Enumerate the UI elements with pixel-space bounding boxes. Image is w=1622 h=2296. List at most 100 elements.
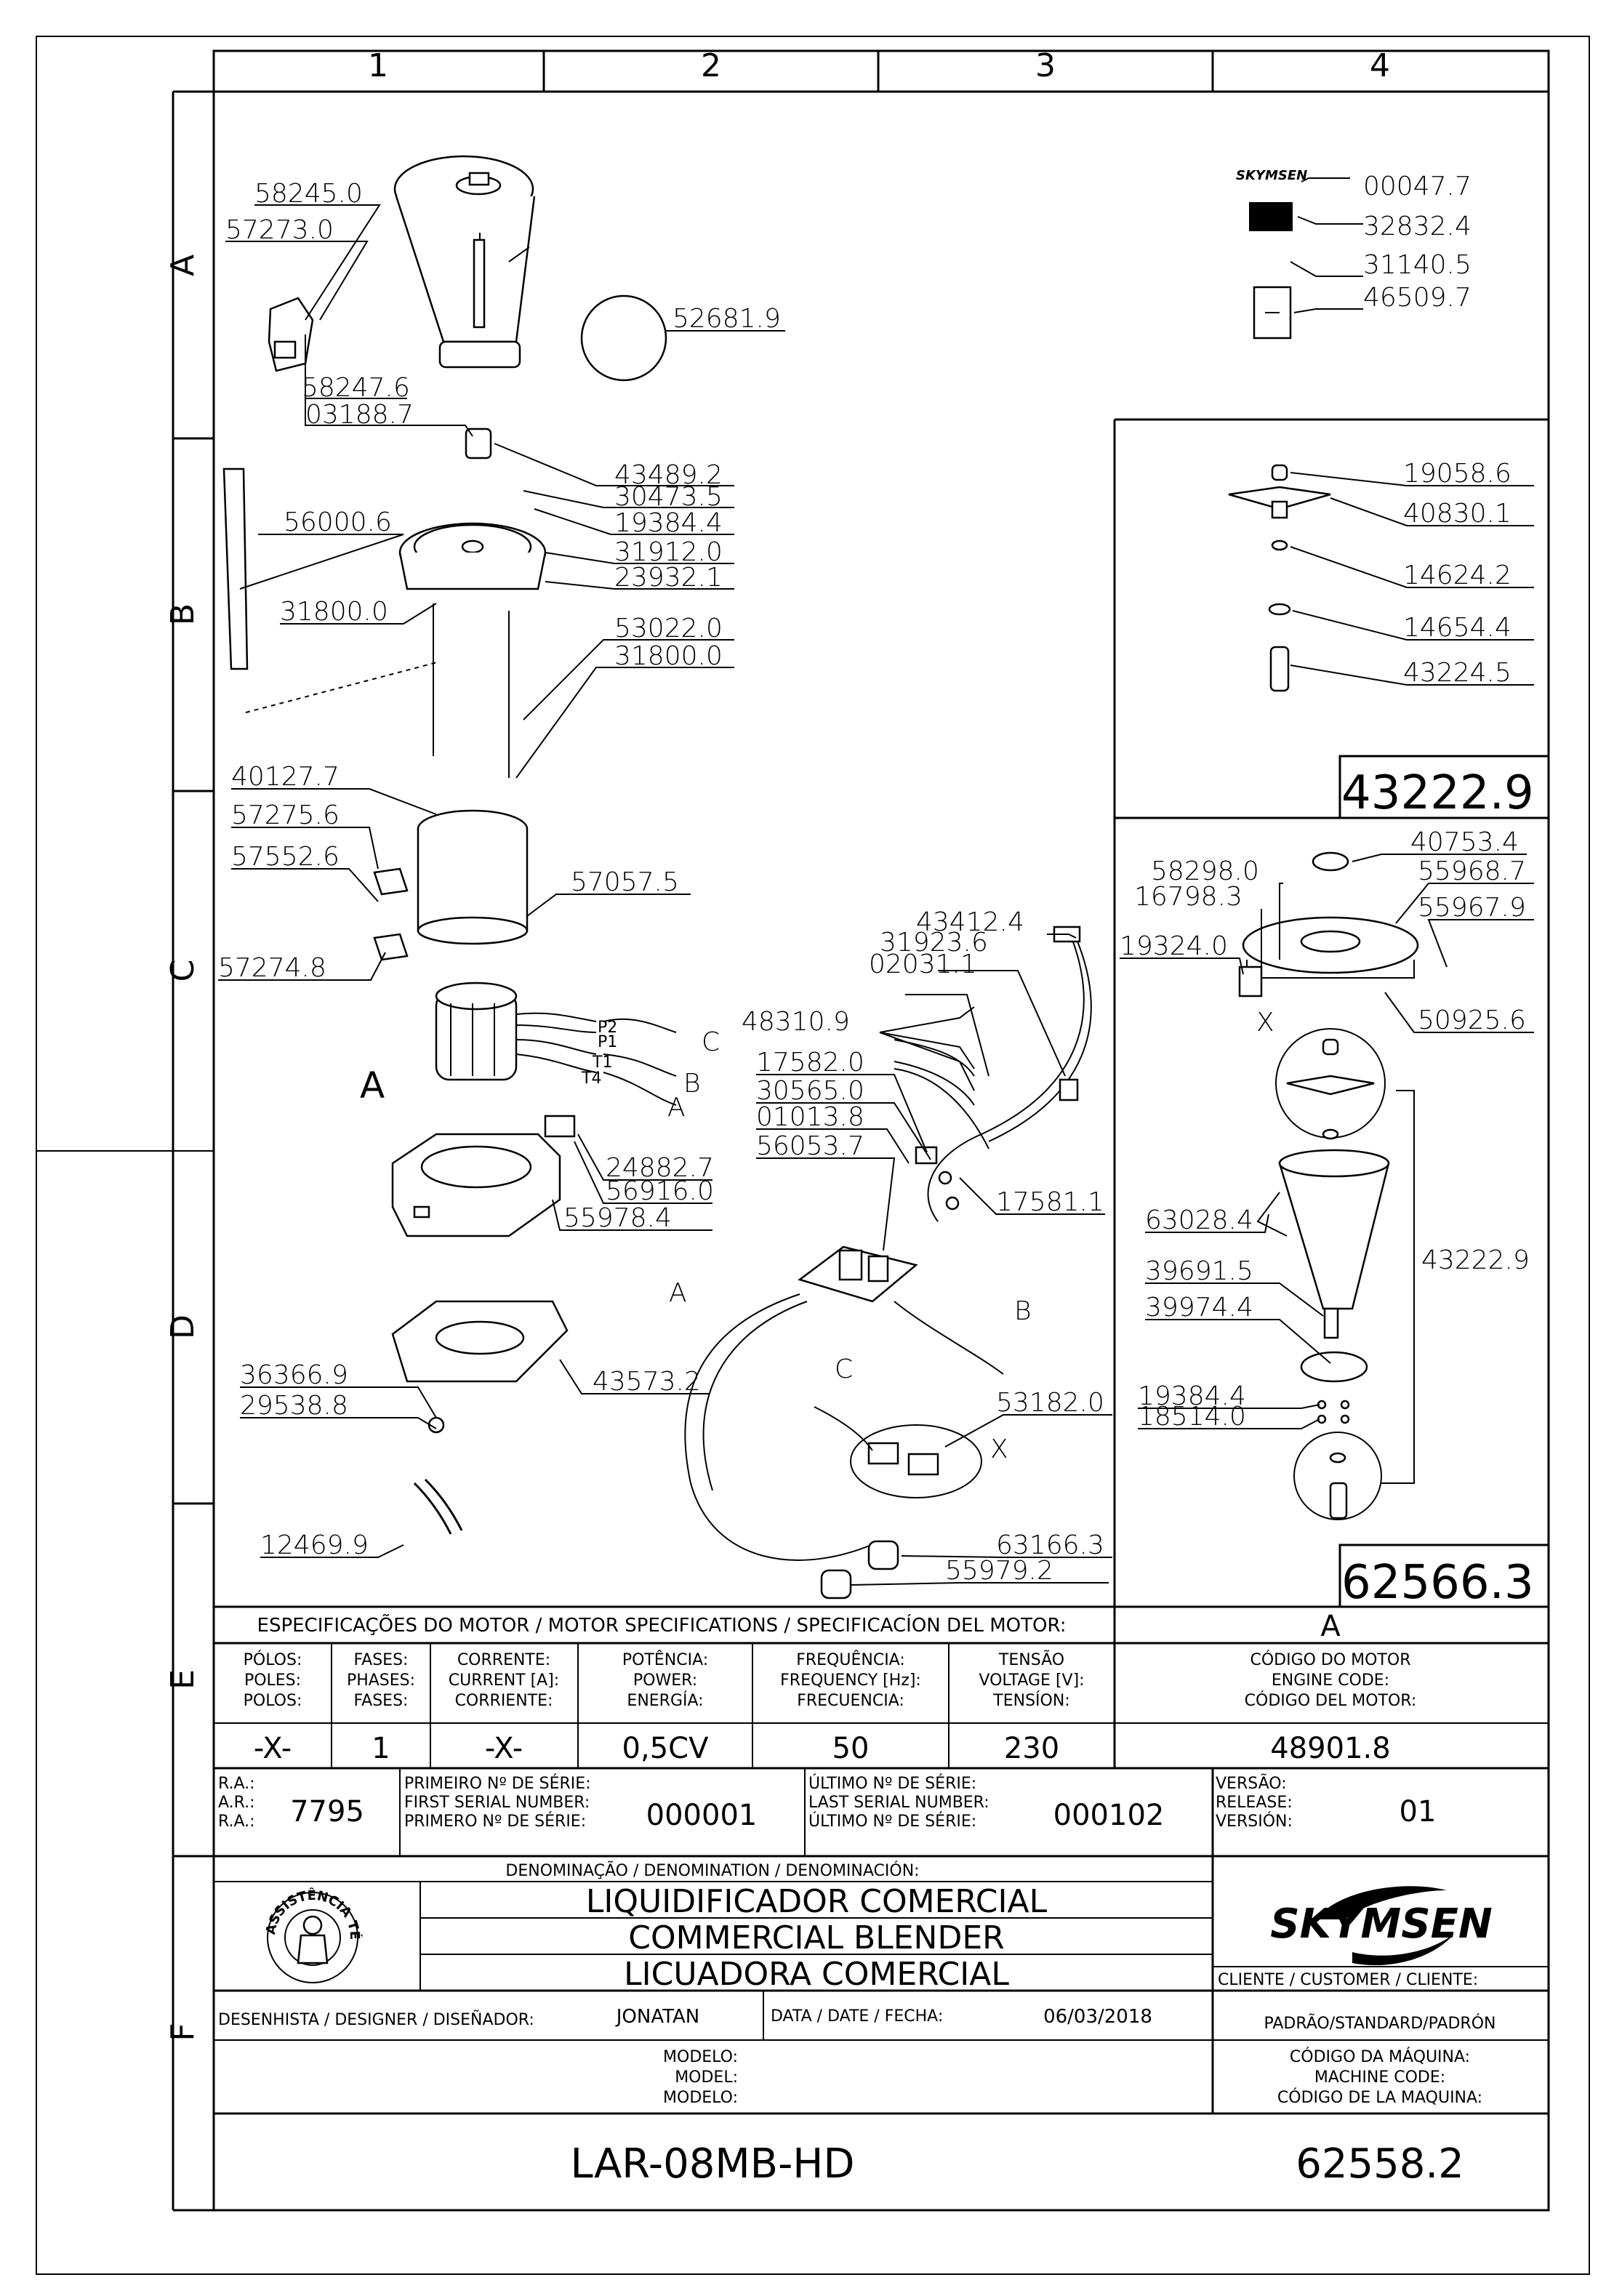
engine-code-label: CÓDIGO DEL MOTOR: [1245,1691,1417,1710]
microswitch-group [850,1424,982,1498]
part-callouts: 58245.0 57273.0 52681.9 58247.6 03188.7 … [218,172,1530,1586]
callout-40830: 40830.1 [1403,499,1511,529]
first-serial-label: FIRST SERIAL NUMBER: [404,1794,590,1812]
wire-b2: B [1014,1296,1032,1326]
voltage-value: 230 [1004,1732,1059,1765]
power-label: POTÊNCIA: [622,1650,708,1669]
callout-19058: 19058.6 [1403,459,1511,489]
jar-assembly-detail [1238,851,1419,1520]
machine-code-value: 62558.2 [1296,2140,1464,2188]
leader-lines [218,177,1534,1586]
voltage-label: VOLTAGE [V]: [979,1671,1084,1690]
callout-18514: 18514.0 [1138,1402,1246,1432]
base-part [391,1133,561,1237]
callout-46509: 46509.7 [1363,283,1472,313]
model-label: MODELO: [663,2048,738,2066]
callout-58245: 58245.0 [254,179,363,209]
ferrite-part [867,1540,899,1570]
foot-clip [373,933,409,961]
column-label: 2 [701,47,721,84]
callout-39974: 39974.4 [1145,1293,1253,1322]
coupling-part [465,428,492,459]
callout-03188: 03188.7 [305,400,414,430]
power-label: ENERGÍA: [627,1691,703,1710]
last-serial-label: ÚLTIMO Nº DE SÉRIE: [808,1774,976,1793]
cable-part [413,1482,452,1535]
motor-part [435,982,597,1081]
callout-32832: 32832.4 [1363,212,1472,241]
callout-55979: 55979.2 [945,1556,1053,1586]
callout-12469: 12469.9 [260,1530,369,1560]
machine-code-label: CÓDIGO DE LA MAQUINA: [1277,2088,1482,2107]
capacitor-part [544,1115,576,1138]
current-value: -X- [485,1732,523,1765]
exploded-parts [222,155,1092,1599]
client-value: PADRÃO/STANDARD/PADRÓN [1264,2013,1496,2033]
column-label: 1 [368,47,388,84]
callout-30565: 30565.0 [756,1076,864,1106]
wire-x1: X [990,1434,1008,1464]
callout-40753: 40753.4 [1410,827,1519,857]
callout-48310: 48310.9 [742,1007,850,1037]
wire-c2: C [835,1354,853,1384]
callout-40127: 40127.7 [231,762,340,792]
phases-label: PHASES: [347,1671,415,1690]
callout-43412: 43412.4 [916,907,1024,937]
callout-00047: 00047.7 [1363,172,1472,201]
callout-29538: 29538.8 [240,1391,348,1421]
callout-31140: 31140.5 [1363,250,1472,280]
callout-55978: 55978.4 [563,1203,672,1233]
callout-57552: 57552.6 [231,842,340,872]
wire-c: C [702,1027,720,1057]
current-label: CURRENT [A]: [449,1671,559,1690]
callout-24882: 24882.7 [606,1153,714,1183]
callout-01013: 01013.8 [756,1102,864,1132]
callout-31800b: 31800.0 [614,641,723,671]
label-parts: SKYMSEN [1236,168,1307,340]
callout-43489: 43489.2 [614,460,723,490]
callout-19384b: 19384.4 [1138,1381,1246,1411]
first-serial-label: PRIMEIRO Nº DE SÉRIE: [404,1774,591,1793]
denomination-header: DENOMINAÇÃO / DENOMINATION / DENOMINACIÓ… [505,1861,919,1880]
product-name-pt: LIQUIDIFICADOR COMERCIAL [586,1883,1048,1920]
wire-t4: T4 [581,1069,601,1088]
frequency-label: FREQUÊNCIA: [796,1650,905,1669]
callout-57273: 57273.0 [225,215,334,245]
callout-36366: 36366.9 [240,1360,348,1390]
callout-17581: 17581.1 [996,1187,1104,1217]
version-value: 01 [1400,1795,1437,1829]
last-serial-value: 000102 [1053,1799,1165,1832]
phases-label: FASES: [354,1651,409,1669]
brand-logo: SKYMSEN [1270,1886,1493,1966]
label-icon-part [1249,202,1293,231]
motor-label-a: A [360,1064,385,1107]
wire-a2: A [669,1278,687,1308]
callout-31800a: 31800.0 [280,597,388,627]
callout-39691: 39691.5 [1145,1256,1253,1286]
poles-label: POLOS: [244,1692,302,1710]
callout-57275: 57275.6 [231,800,340,830]
engine-code-value: 48901.8 [1270,1732,1390,1765]
callout-02031: 02031.1 [869,950,977,979]
machine-code-label: MACHINE CODE: [1314,2068,1445,2087]
product-name-es: LICUADORA COMERCIAL [624,1956,1009,1993]
cable-part [424,1478,463,1531]
pcb-part [798,1245,918,1303]
callout-56916: 56916.0 [606,1176,714,1206]
top-plate-part [398,522,547,590]
callout-23932: 23932.1 [614,563,723,593]
column-labels: 1 2 3 4 [368,47,1390,84]
callout-55968: 55968.7 [1418,856,1526,886]
model-label: MODEL: [675,2068,738,2087]
ferrite-part [820,1569,852,1599]
phases-value: 1 [372,1732,390,1765]
voltage-label: TENSÃO [998,1650,1064,1669]
current-label: CORRENTE: [457,1651,550,1669]
housing-part [417,809,529,945]
callout-58298: 58298.0 [1151,856,1259,886]
callout-43222r: 43222.9 [1421,1245,1530,1275]
wire-x2: X [1256,1008,1274,1037]
callout-53182: 53182.0 [996,1388,1104,1418]
callout-17582: 17582.0 [756,1048,864,1077]
callout-53022: 53022.0 [614,614,723,643]
